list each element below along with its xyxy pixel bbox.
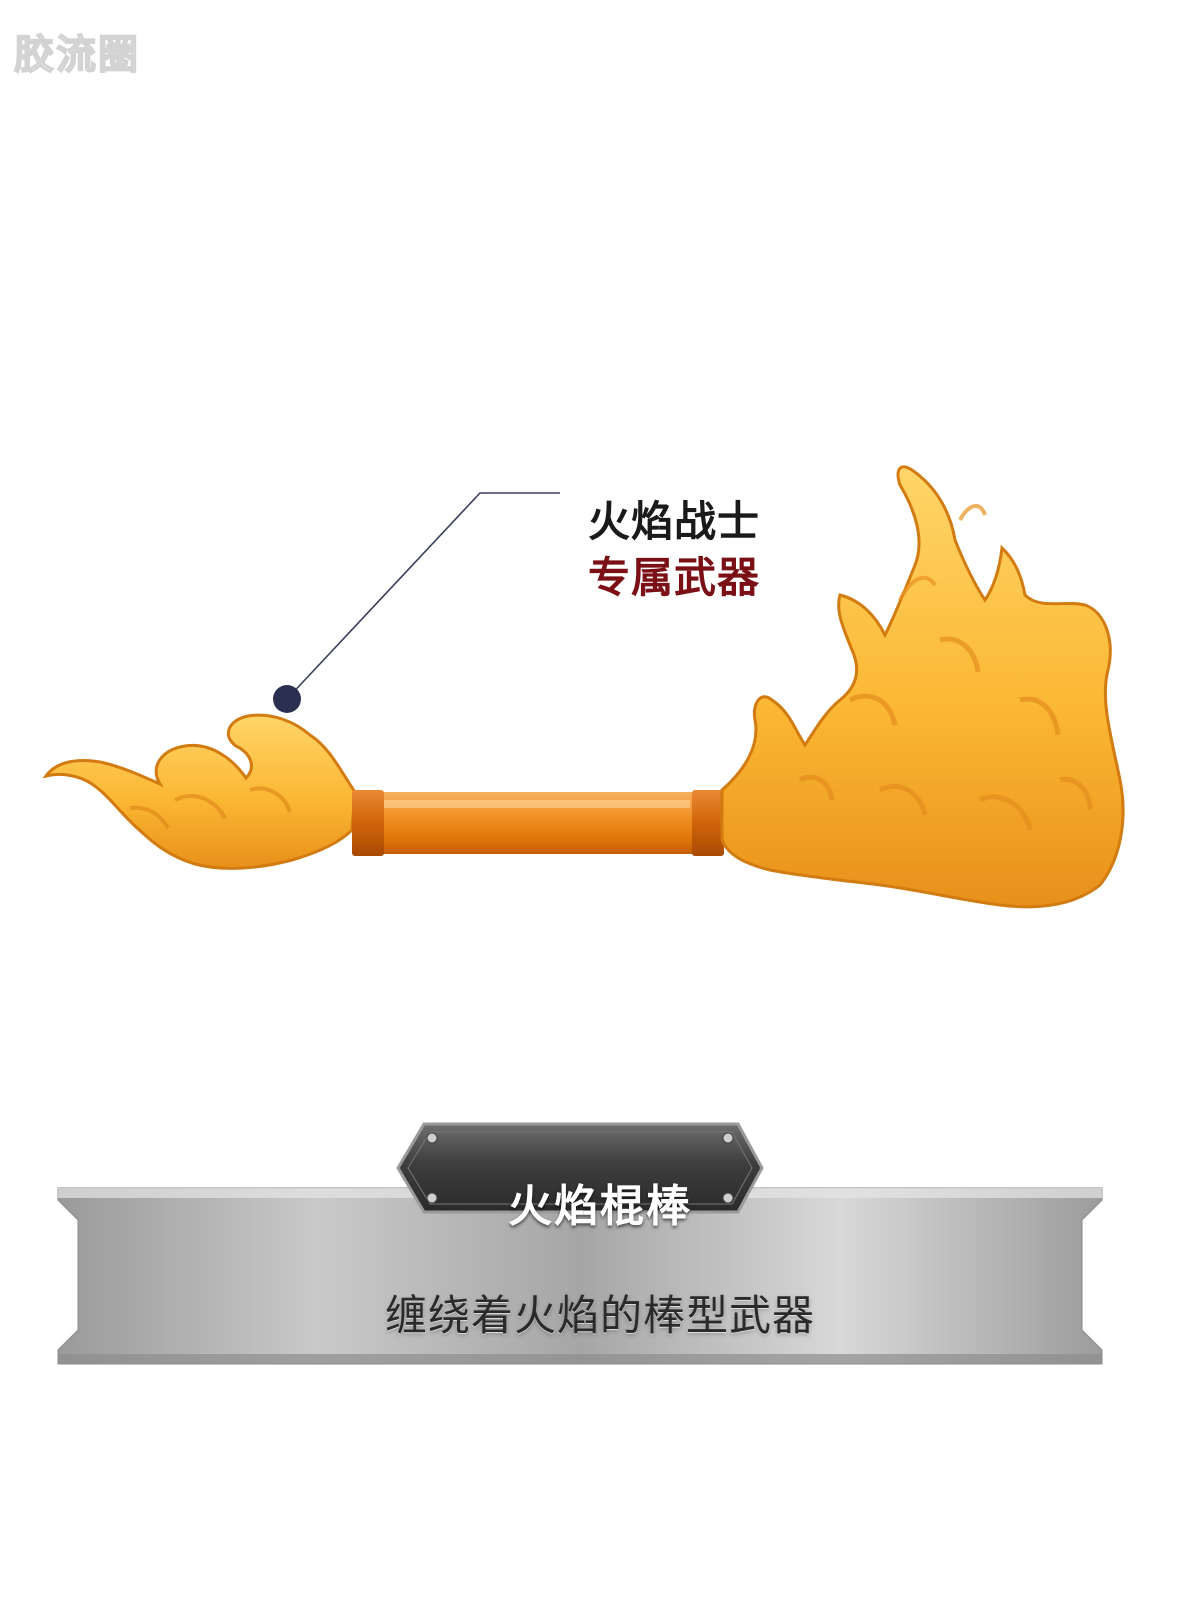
callout-leader [273, 492, 560, 713]
left-flame [42, 713, 357, 870]
callout-dot [273, 685, 301, 713]
callout-title: 火焰战士 [588, 497, 761, 546]
callout-subtitle: 专属武器 [588, 553, 761, 602]
item-name: 火焰棍棒 [508, 1181, 692, 1232]
item-description: 缠绕着火焰的棒型武器 [384, 1291, 815, 1340]
flame-club-rod [352, 790, 724, 856]
watermark-logo: 胶流圈 [13, 31, 140, 79]
right-flame [720, 465, 1125, 909]
item-title-plate [396, 1122, 764, 1214]
